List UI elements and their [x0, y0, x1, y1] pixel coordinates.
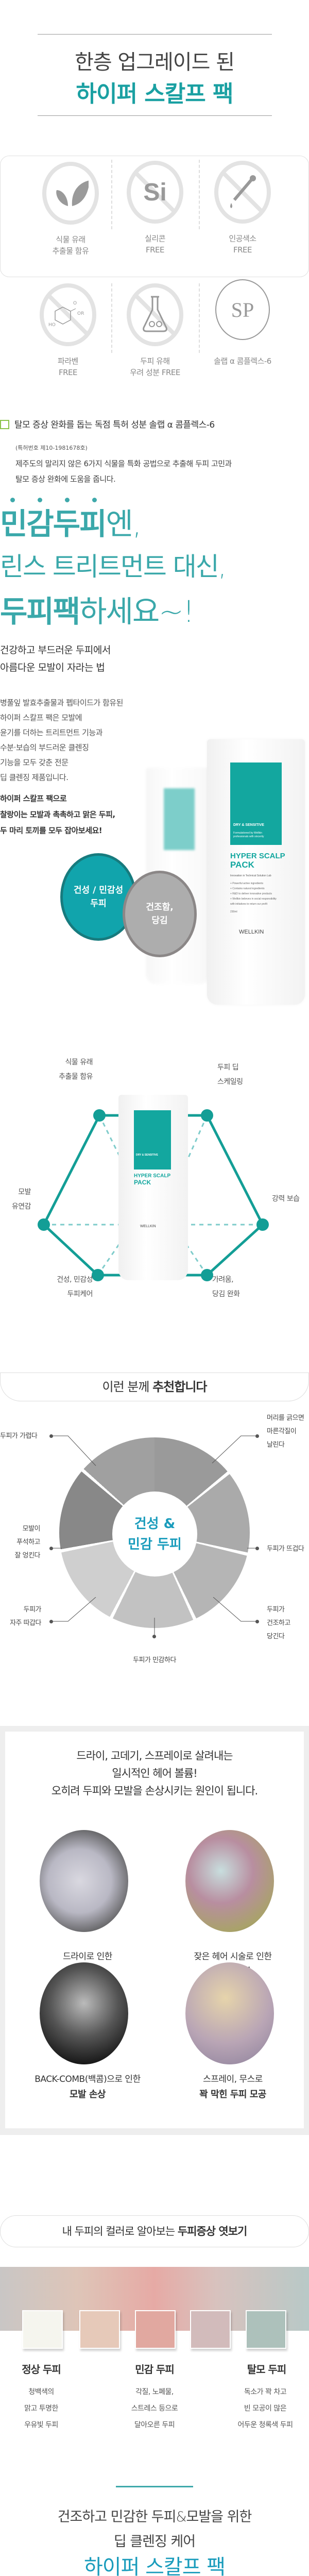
headline-line-1: 민감두피엔,	[0, 506, 142, 541]
scalp-color-header: 내 두피의 컬러로 알아보는 두피증상 엿보기	[0, 2215, 309, 2247]
feature-label: 두피 유해	[140, 357, 170, 366]
leaf-icon	[42, 162, 99, 225]
patent-title: 탈모 증상 완화를 돕는 독점 특허 성분 솔랩 α 콤플렉스-6	[0, 417, 215, 430]
headline-line-2: 린스 트리트먼트 대신,	[0, 552, 227, 582]
divider	[38, 115, 272, 116]
recommend-center: 건성 &민감 두피	[112, 1492, 197, 1577]
checkbox-icon	[0, 420, 9, 429]
svg-text:O: O	[73, 301, 77, 306]
swatch-hairloss	[246, 2310, 286, 2349]
swatch-normal	[22, 2310, 63, 2349]
hex-label-relief: 가려움,당김 완화	[212, 1276, 240, 1298]
headline-line-3: 두피팩하세요~!	[0, 594, 195, 629]
divider	[199, 283, 200, 353]
benefits-hexagon	[38, 1109, 269, 1281]
swatch-light-pink	[79, 2310, 120, 2349]
silicone-free-icon: Si	[127, 161, 183, 224]
feature-label: 우려 성분 FREE	[130, 368, 180, 377]
svg-text:OR: OR	[77, 311, 84, 316]
clogged-pore-image	[185, 1962, 274, 2064]
feature-label: 파라벤	[58, 357, 78, 366]
patent-description: 제주도의 말리지 않은 6가지 식물을 특화 공법으로 추출해 두피 고민과 탈…	[15, 459, 232, 484]
intro-lead: 건강하고 부드러운 두피에서 아름다운 모발이 자라는 법	[0, 645, 111, 673]
divider	[111, 283, 112, 353]
heat-damage-image	[40, 1830, 128, 1932]
product-image-front: DRY & SENSITIVE Formulationed by Wellkin…	[207, 739, 305, 1005]
divider	[111, 160, 112, 229]
swatch-sensitive	[135, 2310, 176, 2349]
recommend-header-top	[0, 1372, 309, 1373]
accent-bar	[116, 2486, 193, 2487]
feature-label: FREE	[58, 368, 78, 377]
feature-label: FREE	[145, 245, 165, 255]
feature-label: 인공색소	[229, 234, 256, 243]
scalp-damage-image	[185, 1830, 274, 1932]
solep-seal-icon: SP	[215, 279, 270, 340]
recommend-connectors-bottom	[52, 1597, 258, 1637]
divider	[38, 34, 272, 35]
hex-label-moisture: 강력 보습	[272, 1195, 300, 1203]
recommend-connectors	[52, 1435, 258, 1549]
feature-silicone-free: Si 실리콘 FREE	[116, 161, 194, 256]
patent-number: (특허번호 제10-1981678호)	[15, 445, 88, 451]
type-hairloss-title: 탈모 두피	[247, 2363, 287, 2376]
swatch-mauve	[190, 2310, 231, 2349]
feature-label: 실리콘	[145, 234, 165, 243]
svg-text:HO: HO	[48, 323, 56, 328]
header-subtitle: 한층 업그레이드 된	[75, 50, 235, 74]
recommend-header: 이런 분께 추천합니다	[0, 1373, 309, 1401]
recommend-item-hot: 두피가 뜨겁다	[267, 1545, 304, 1553]
recommend-item-sensitive: 두피가 민감하다	[133, 1656, 176, 1664]
feature-label: 추출물 함유	[52, 246, 89, 256]
feature-label: FREE	[233, 245, 252, 255]
recommend-item-itchy: 두피가 가렵다	[0, 1432, 38, 1440]
brand-logo: WELLKIN	[239, 929, 264, 935]
type-sensitive-title: 민감 두피	[135, 2363, 175, 2376]
dropper-free-icon	[214, 161, 271, 224]
feature-dye-free: 인공색소 FREE	[204, 161, 281, 256]
feature-label: 식물 유래	[56, 235, 85, 244]
feature-solep-complex: SP 솔랩 α 콤플렉스-6	[204, 279, 281, 367]
product-label: DRY & SENSITIVE Formulationed by Wellkin…	[230, 762, 282, 845]
feature-label: 솔랩 α 콤플렉스-6	[214, 357, 271, 366]
type-normal-title: 정상 두피	[22, 2363, 61, 2376]
header-title: 하이퍼 스칼프 팩	[76, 81, 234, 107]
divider	[199, 160, 200, 229]
badge-dry-tight: 건조함,당김	[123, 871, 197, 957]
emphasis-dots	[10, 495, 119, 504]
backcomb-damage-image	[40, 1962, 128, 2064]
final-product-name: 하이퍼 스칼프 팩	[83, 2555, 226, 2576]
flask-free-icon	[127, 283, 183, 346]
